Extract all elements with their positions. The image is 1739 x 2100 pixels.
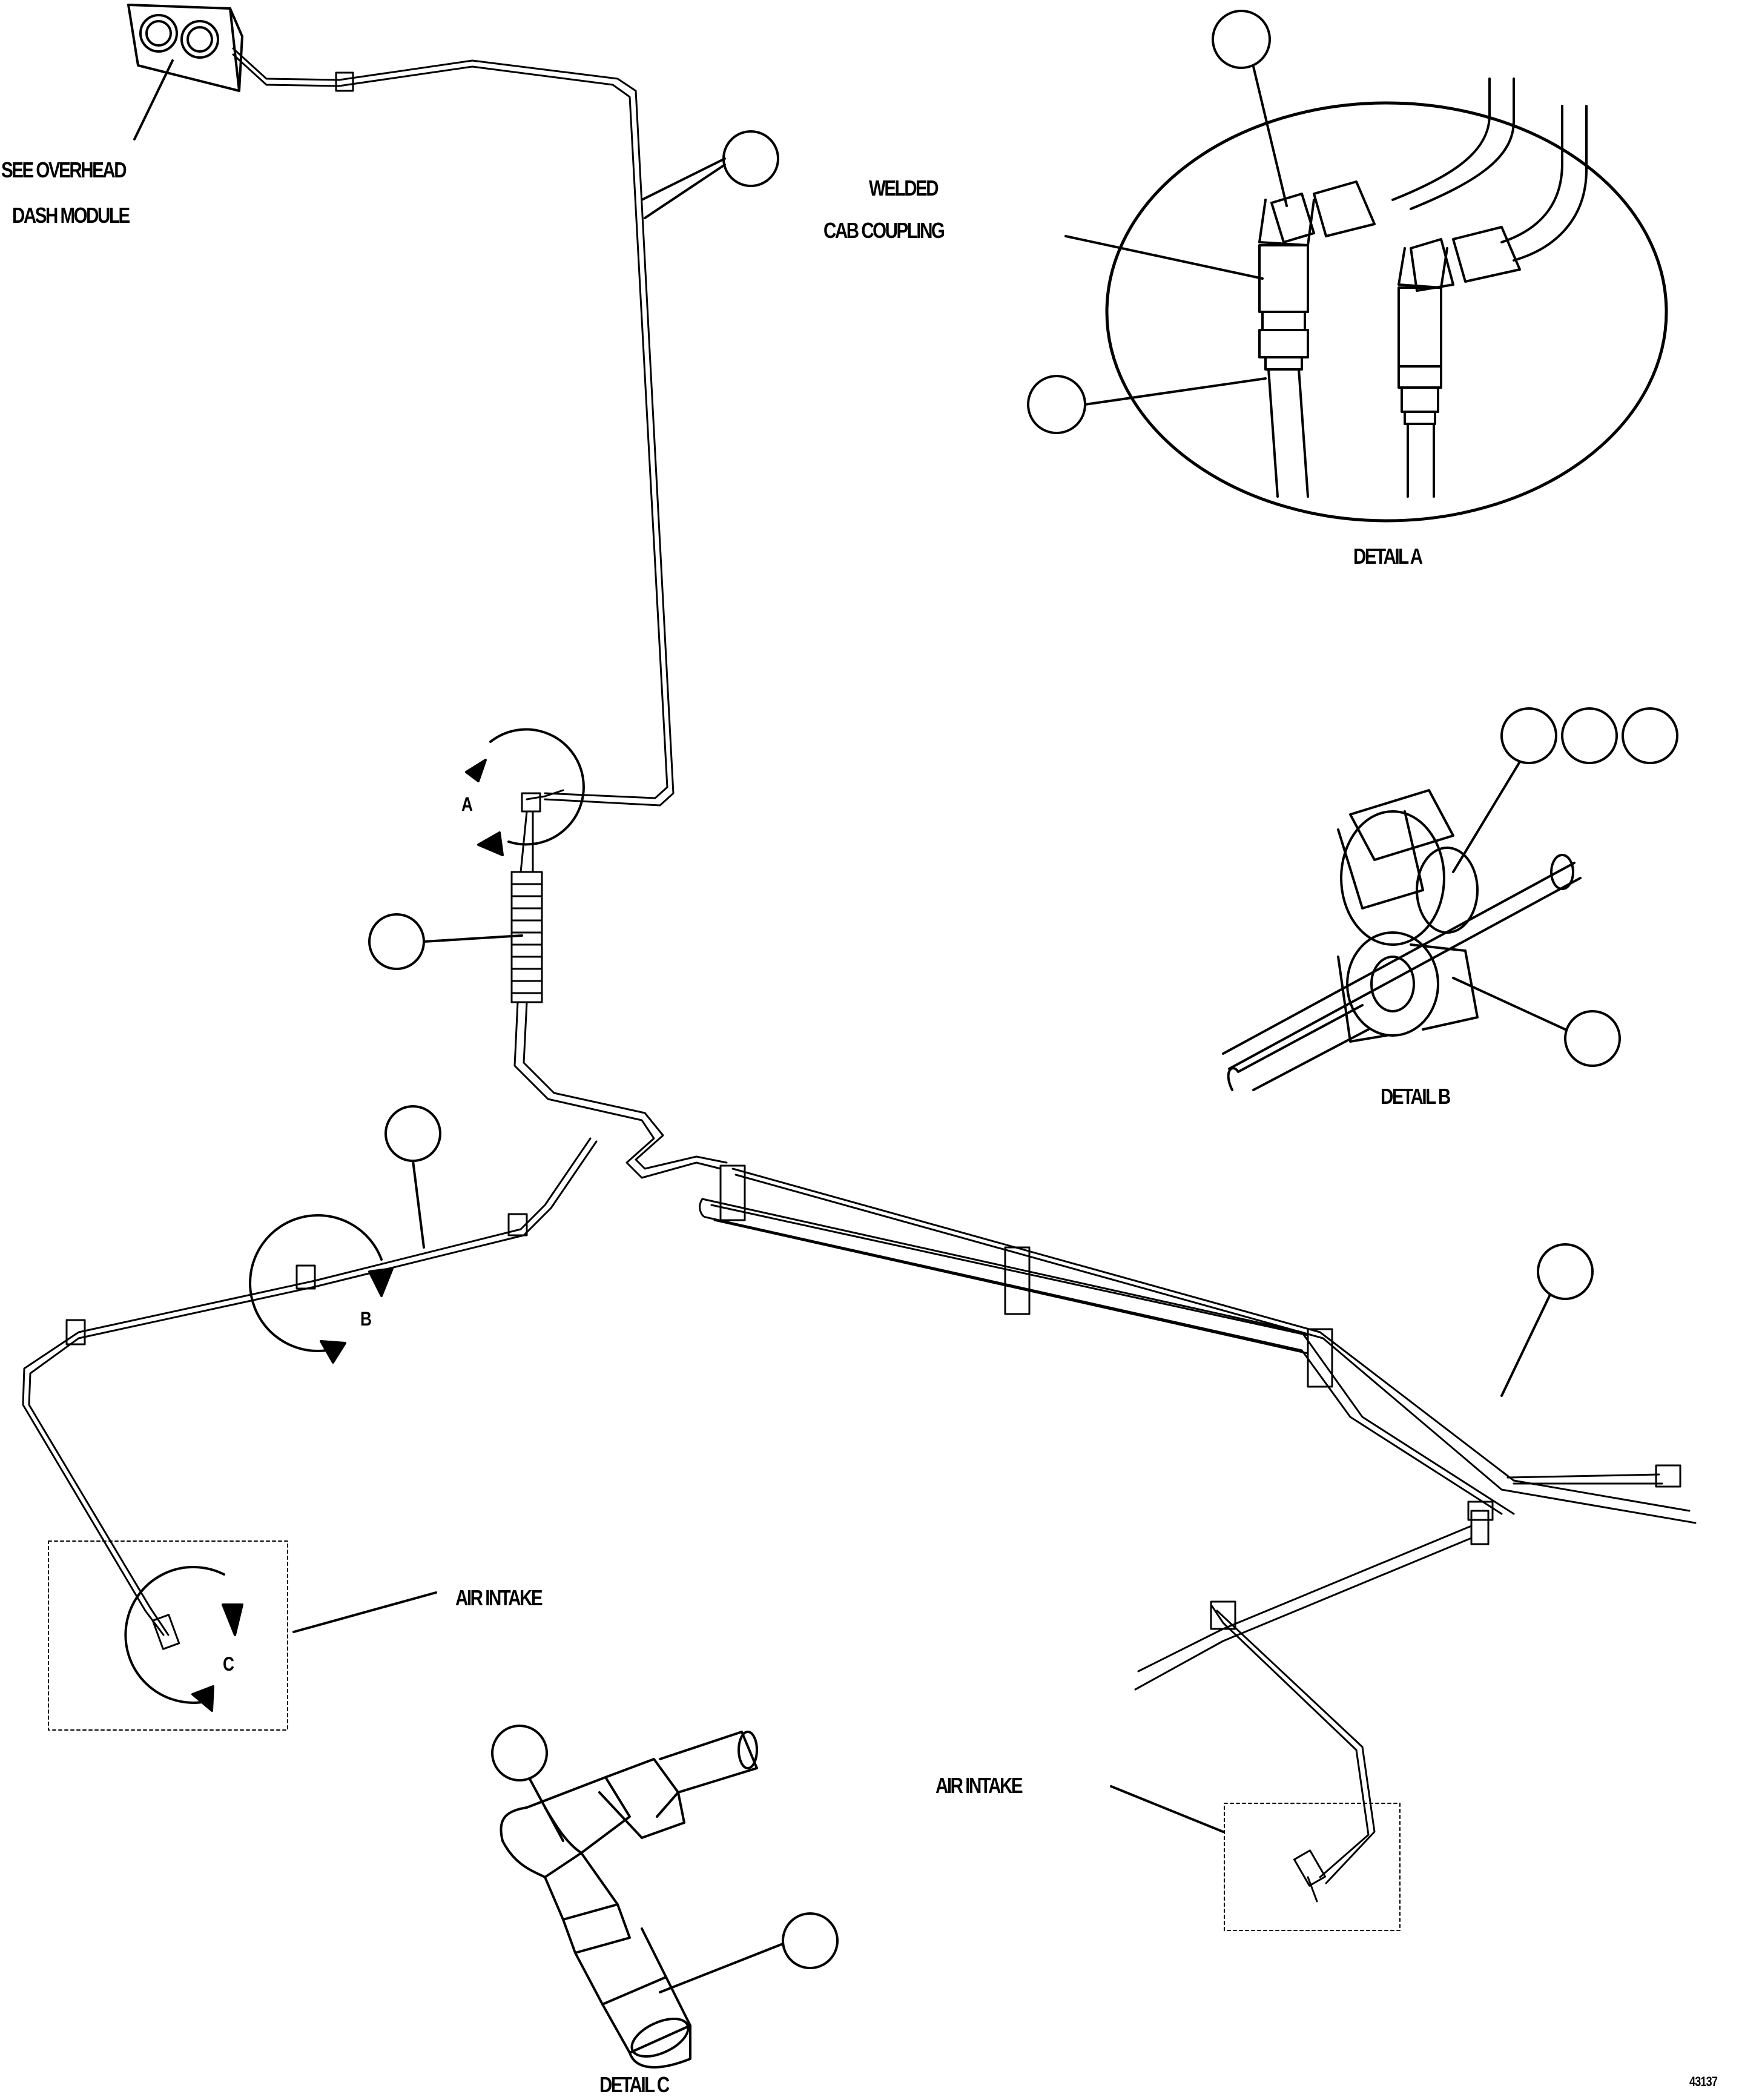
callout-detail-a-bottom [1027, 375, 1086, 434]
air-intake-box-right [1224, 1803, 1401, 1931]
callout-welded [722, 130, 779, 187]
callout-detail-c-bottom [782, 1912, 839, 1969]
label-dash-module: DASH MODULE [12, 203, 130, 228]
label-see-overhead: SEE OVERHEAD [1, 157, 127, 182]
main-lines-right [699, 1164, 1697, 1884]
coiled-hose [510, 810, 728, 1179]
air-line-left-branch [22, 1137, 598, 1650]
callout-branch [384, 1105, 441, 1162]
leader-welded [641, 157, 726, 201]
air-line-upper [232, 47, 675, 807]
leader-detail-a-left [1064, 235, 1264, 280]
label-figure-number: 43137 [1689, 2074, 1718, 2089]
label-detail-c: DETAIL C [599, 2072, 670, 2097]
air-intake-box-left [48, 1540, 288, 1731]
label-detail-a: DETAIL A [1353, 544, 1423, 569]
air-intake-fitting-right [1293, 1849, 1326, 1903]
callout-detail-c-top [491, 1725, 548, 1781]
dash-module-panel [127, 4, 243, 92]
label-view-b: B [360, 1308, 372, 1330]
detail-a-ellipse [1105, 101, 1668, 523]
label-cab-coupling: CAB COUPLING [823, 218, 945, 243]
detail-c [491, 1725, 839, 2069]
callout-coil [368, 913, 425, 970]
label-welded: WELDED [869, 176, 939, 200]
detail-b [1222, 707, 1678, 1091]
label-view-a: A [461, 793, 473, 815]
callout-detail-b-4 [1564, 1010, 1621, 1067]
callout-detail-a-top [1212, 10, 1271, 69]
leader-coil [423, 934, 523, 943]
leader-air-intake-left [292, 1591, 437, 1633]
leader-right-line [1500, 1293, 1551, 1397]
view-circle-b [249, 1214, 394, 1364]
label-view-c: C [223, 1653, 234, 1675]
leader-air-intake-right [1110, 1785, 1224, 1833]
label-air-intake-right: AIR INTAKE [935, 1773, 1023, 1798]
leader-dash-module [133, 59, 174, 140]
detail-a [1027, 10, 1668, 523]
callout-detail-b-3 [1622, 707, 1678, 764]
callout-right-line [1537, 1243, 1594, 1300]
view-circle-c [124, 1565, 243, 1712]
callout-detail-b-1 [1500, 707, 1557, 764]
label-air-intake-left: AIR INTAKE [455, 1585, 543, 1610]
callout-detail-b-2 [1561, 707, 1618, 764]
leader-branch [412, 1160, 425, 1249]
label-detail-b: DETAIL B [1381, 1084, 1451, 1109]
view-circle-a [465, 728, 585, 856]
